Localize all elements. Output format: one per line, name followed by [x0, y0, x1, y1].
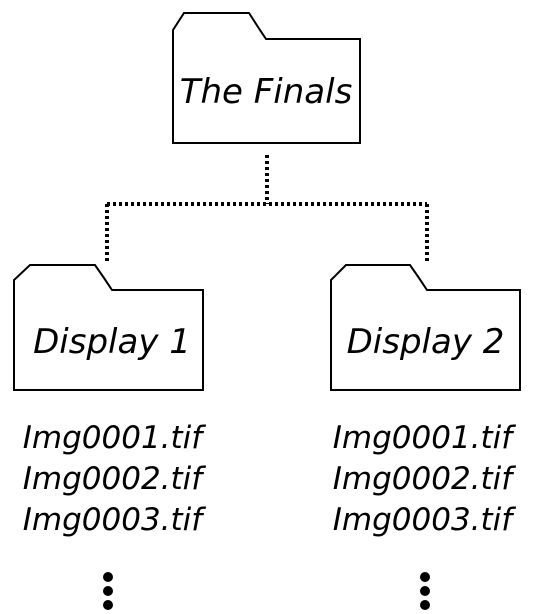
ellipsis-dot: [103, 586, 113, 596]
ellipsis-dot: [420, 586, 430, 596]
file-item: Img0003.tif: [22, 502, 203, 538]
display-1-folder-label: Display 1: [33, 322, 191, 362]
display-2-file-list: Img0001.tif Img0002.tif Img0003.tif: [310, 418, 535, 541]
display-2-folder-label: Display 2: [346, 322, 505, 362]
file-item: Img0002.tif: [332, 461, 513, 497]
ellipsis-dot: [103, 600, 113, 610]
file-item: Img0001.tif: [22, 420, 203, 456]
display-2-folder-icon: [330, 264, 521, 391]
ellipsis-dot: [420, 600, 430, 610]
root-folder-icon: [172, 12, 361, 144]
ellipsis-dot: [420, 572, 430, 582]
ellipsis-dot: [103, 572, 113, 582]
file-item: Img0003.tif: [332, 502, 513, 538]
display-1-file-list: Img0001.tif Img0002.tif Img0003.tif: [0, 418, 225, 541]
root-folder-label: The Finals: [179, 72, 353, 112]
display-1-folder-icon: [13, 264, 204, 391]
tree-connectors: [105, 155, 429, 262]
display-1-more-files-ellipsis: [103, 572, 113, 610]
file-item: Img0001.tif: [332, 420, 513, 456]
file-item: Img0002.tif: [22, 461, 203, 497]
display-2-more-files-ellipsis: [420, 572, 430, 610]
